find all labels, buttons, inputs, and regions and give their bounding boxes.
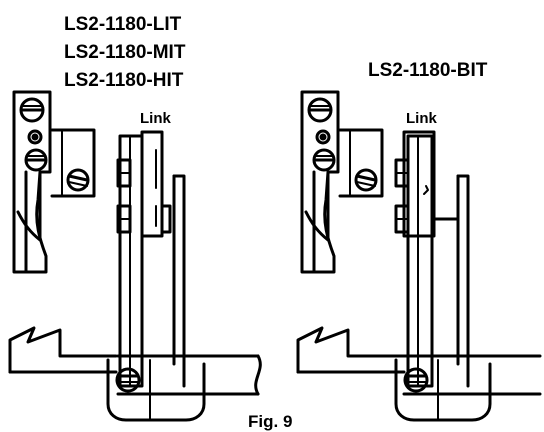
right-link: [402, 130, 436, 238]
right-presser-foot: [300, 90, 340, 274]
right-frame: [456, 174, 470, 388]
left-screw-bottom: [115, 367, 141, 393]
right-link-label: Link: [406, 110, 437, 127]
left-shaft: [116, 354, 262, 396]
left-presser-foot: [12, 90, 52, 274]
left-model-label-1: LS2-1180-LIT: [64, 14, 182, 35]
right-screw-top: [307, 97, 333, 123]
left-link: [140, 130, 164, 238]
right-clamp-block: [338, 128, 384, 198]
left-screw-top: [19, 97, 45, 123]
right-model-label: LS2-1180-BIT: [368, 60, 488, 81]
left-model-label-2: LS2-1180-MIT: [64, 42, 186, 63]
right-screw-bottom: [403, 367, 429, 393]
left-feed-dog: [8, 326, 118, 374]
left-frame: [172, 174, 186, 388]
left-screw-small: [27, 129, 43, 145]
left-model-label-3: LS2-1180-HIT: [64, 70, 184, 91]
right-link-nuts: [394, 158, 460, 234]
right-bottom-boss: [394, 358, 492, 422]
left-clamp-block: [50, 128, 96, 198]
left-screw-mid: [24, 148, 48, 172]
right-feed-dog: [296, 326, 406, 374]
left-bottom-boss: [106, 358, 206, 422]
left-link-label: Link: [140, 110, 171, 127]
left-link-nuts: [116, 158, 172, 234]
right-screw-small: [315, 129, 331, 145]
right-screw-mid: [312, 148, 336, 172]
right-assembly: [296, 90, 542, 422]
right-shaft: [402, 354, 542, 396]
right-vertical-bar: [406, 134, 434, 388]
left-assembly: [8, 90, 262, 422]
